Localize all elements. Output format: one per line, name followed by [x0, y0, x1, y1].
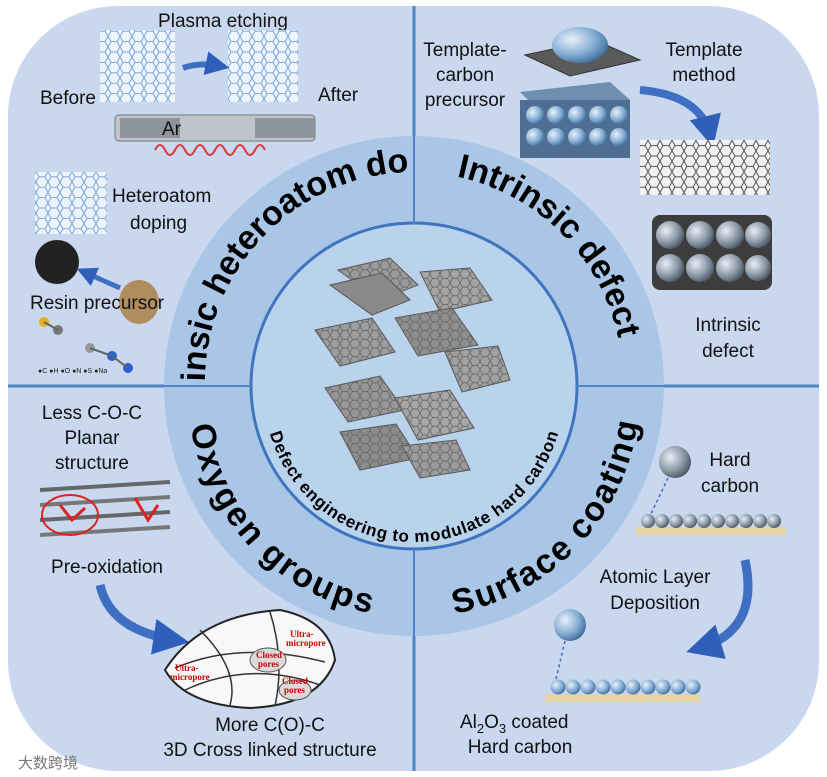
label-plasma-etching: Plasma etching — [158, 11, 288, 32]
label-template-method-1: Template — [665, 40, 742, 61]
hard-carbon-sphere-icon — [659, 446, 691, 478]
label-heteroatom-1: Heteroatom — [112, 186, 211, 207]
label-closed-pores-b1: Closed — [282, 676, 308, 686]
label-template-method-2: method — [672, 65, 735, 86]
cross-linked-structure-illustration — [163, 608, 337, 710]
watermark: 大数跨境 — [18, 754, 78, 772]
planar-structure-illustration — [39, 480, 171, 537]
label-ald-2: Deposition — [610, 593, 700, 614]
label-closed-pores-b2: pores — [284, 685, 305, 695]
porous-carbon-block — [652, 215, 772, 290]
inner-ring — [249, 221, 579, 551]
label-closed-pores-a2: pores — [258, 659, 279, 669]
template-graphene-pattern — [640, 140, 770, 195]
template-block — [520, 82, 630, 158]
label-less-coc-1: Less C-O-C — [42, 403, 142, 424]
plasma-arrow-icon — [182, 51, 230, 75]
label-template-carbon-3: precursor — [425, 90, 506, 111]
label-more-coc-2: 3D Cross linked structure — [163, 740, 376, 761]
label-intrinsic-defect-2: defect — [702, 341, 754, 362]
label-al2o3-coated: Al2O3 coated — [460, 712, 568, 736]
label-less-coc-3: structure — [55, 453, 129, 474]
plasma-tube-end-right — [255, 118, 315, 138]
pre-oxidation-arrow-icon — [95, 583, 190, 655]
atom-legend: ●C ●H ●O ●N ●S ●Na — [38, 368, 107, 375]
label-ald-1: Atomic Layer — [600, 567, 712, 588]
label-closed-pores-a1: Closed — [256, 650, 282, 660]
label-template-carbon-1: Template- — [423, 40, 506, 61]
label-pre-oxidation: Pre-oxidation — [51, 557, 163, 578]
label-template-carbon-2: carbon — [436, 65, 494, 86]
label-intrinsic-defect-1: Intrinsic — [695, 315, 760, 336]
coated-sphere-icon — [554, 609, 586, 641]
label-ultra-micropore-b2: micropore — [170, 672, 210, 682]
hard-carbon-pointer — [649, 477, 669, 517]
label-after: After — [318, 85, 359, 106]
label-hard-carbon-1: Hard — [709, 450, 750, 471]
graphene-stack-illustration — [314, 257, 511, 479]
label-less-coc-2: Planar — [65, 428, 121, 449]
heating-coil-icon — [154, 144, 266, 156]
plasma-tube-end-left — [120, 118, 180, 138]
graphene-before-pattern — [100, 30, 175, 102]
template-arrow-icon — [639, 86, 721, 148]
doped-graphene-pattern — [35, 172, 107, 234]
label-hard-carbon-2: carbon — [701, 476, 759, 497]
molecule-icon — [39, 317, 133, 373]
template-dome — [552, 27, 608, 63]
label-resin-precursor: Resin precursor — [30, 293, 165, 314]
label-ultra-micropore-a2: micropore — [286, 638, 326, 648]
label-ultra-micropore-b1: Ultra- — [175, 663, 199, 673]
label-more-coc-1: More C(O)-C — [215, 715, 325, 736]
label-ultra-micropore-a1: Ultra- — [290, 629, 314, 639]
hard-carbon-layer-illustration — [636, 514, 786, 535]
doped-carbon-particle — [35, 240, 79, 284]
coated-carbon-layer-illustration — [545, 679, 701, 702]
label-ar: Ar — [162, 119, 182, 140]
ald-arrow-icon — [686, 559, 753, 660]
graphene-after-pattern — [228, 30, 298, 102]
label-al2o3-hard-carbon: Hard carbon — [468, 737, 573, 758]
label-before: Before — [40, 88, 96, 109]
resin-particle — [119, 280, 159, 324]
label-heteroatom-2: doping — [130, 213, 187, 234]
resin-arrow-icon — [76, 267, 122, 291]
coated-sphere-pointer — [554, 640, 566, 684]
